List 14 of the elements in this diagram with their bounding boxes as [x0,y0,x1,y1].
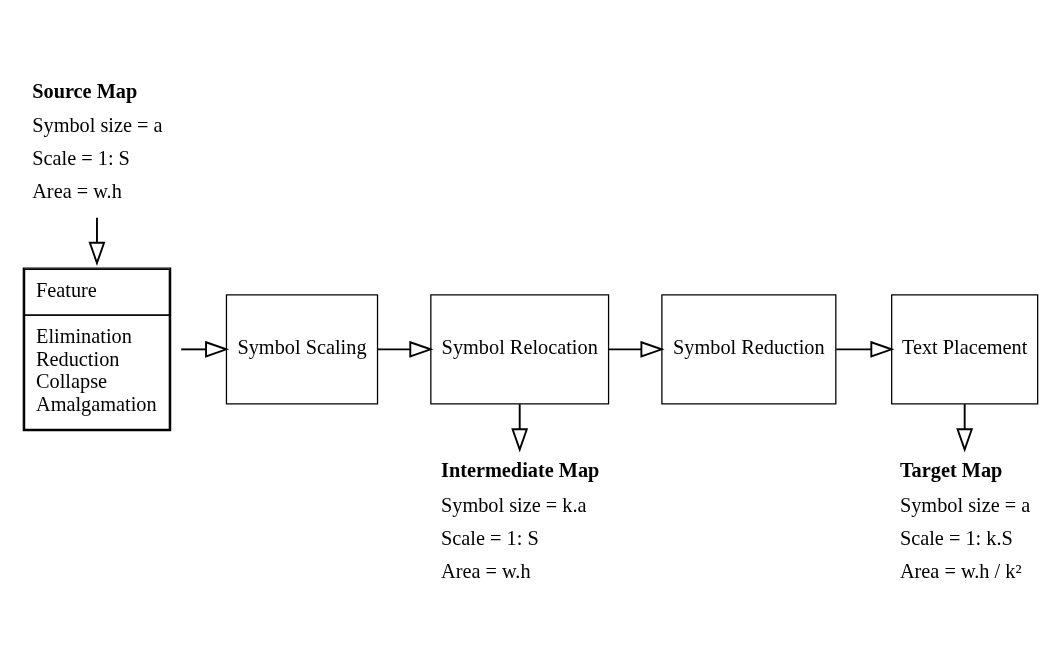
arrow [180,340,230,358]
node-text: Intermediate Map Symbol size = k.a Scale = 1: S Area = w.h [441,458,600,582]
arrow [88,216,106,266]
arrow [956,402,974,452]
arrow [835,340,895,358]
node-box: Symbol Reduction [661,293,837,405]
node-box: Symbol Relocation [430,293,610,405]
arrow [607,340,665,358]
arrow [511,402,529,452]
node-box: Symbol Scaling [225,293,379,405]
node-box: Text Placement [891,293,1039,405]
node-text: Source Map Symbol size = a Scale = 1: S Area = w.h [32,79,163,202]
arrow [376,340,434,358]
node-text: Target Map Symbol size = a Scale = 1: k.S Area = w.h / k² [899,458,1031,582]
